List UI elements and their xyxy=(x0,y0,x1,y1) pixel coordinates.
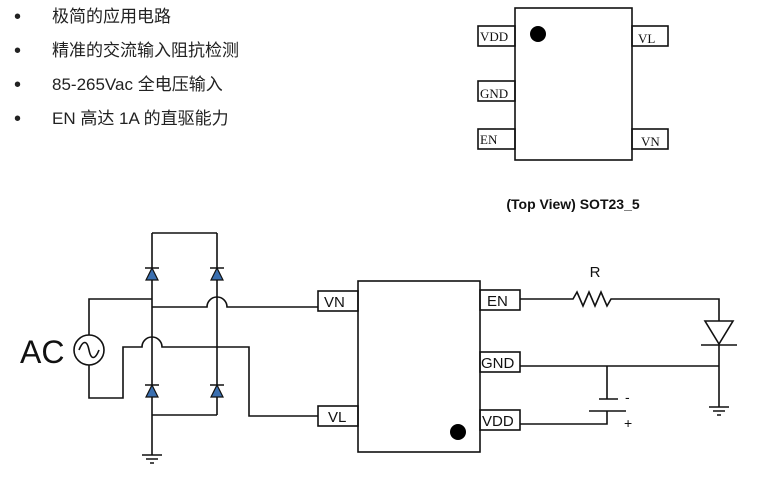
battery-plus-label: + xyxy=(624,415,632,431)
feature-item: •精准的交流输入阻抗检测 xyxy=(14,40,239,62)
diode-icon xyxy=(210,383,224,398)
ground-icon xyxy=(709,406,729,416)
led-icon xyxy=(703,320,735,346)
pin-label: GND xyxy=(481,355,515,372)
package-top-view: VDD GND EN VL VN (Top View) SOT23_5 xyxy=(477,7,669,212)
pin-label: VL xyxy=(328,409,346,426)
ic-chip: VN VL EN GND VDD xyxy=(317,280,521,453)
ac-source: AC xyxy=(20,296,318,417)
pin-label: VN xyxy=(324,294,345,311)
battery-minus-label: - xyxy=(625,389,630,405)
battery-icon xyxy=(520,366,626,425)
pin1-marker xyxy=(530,26,546,42)
pin-label: EN xyxy=(480,132,498,147)
resistor-icon xyxy=(520,289,720,321)
pin-label: EN xyxy=(487,293,508,310)
feature-item: •EN 高达 1A 的直驱能力 xyxy=(14,108,229,130)
diode-icon xyxy=(145,383,159,398)
pin-box xyxy=(631,128,669,150)
load-circuit: R - + xyxy=(520,264,737,431)
pin-label: VL xyxy=(638,31,655,46)
diode-icon xyxy=(145,266,159,281)
sine-icon xyxy=(78,341,100,359)
pin-label: GND xyxy=(480,86,508,101)
pin-box xyxy=(477,25,516,47)
bridge-rectifier xyxy=(142,232,224,464)
feature-item: •极简的应用电路 xyxy=(14,6,171,28)
ground-icon xyxy=(142,454,162,464)
pin-box xyxy=(477,128,516,150)
resistor-label: R xyxy=(590,264,601,281)
pin1-marker xyxy=(450,424,466,440)
diode-icon xyxy=(210,266,224,281)
pin-box xyxy=(631,25,669,47)
feature-list: •极简的应用电路 •精准的交流输入阻抗检测 •85-265Vac 全电压输入 •… xyxy=(14,4,239,140)
feature-item: •85-265Vac 全电压输入 xyxy=(14,74,223,96)
ac-label: AC xyxy=(20,334,64,370)
package-caption: (Top View) SOT23_5 xyxy=(506,196,640,212)
pin-label: VDD xyxy=(482,413,514,430)
pin-label: VN xyxy=(641,134,660,149)
pin-label: VDD xyxy=(480,29,508,44)
pin-box xyxy=(477,80,516,102)
